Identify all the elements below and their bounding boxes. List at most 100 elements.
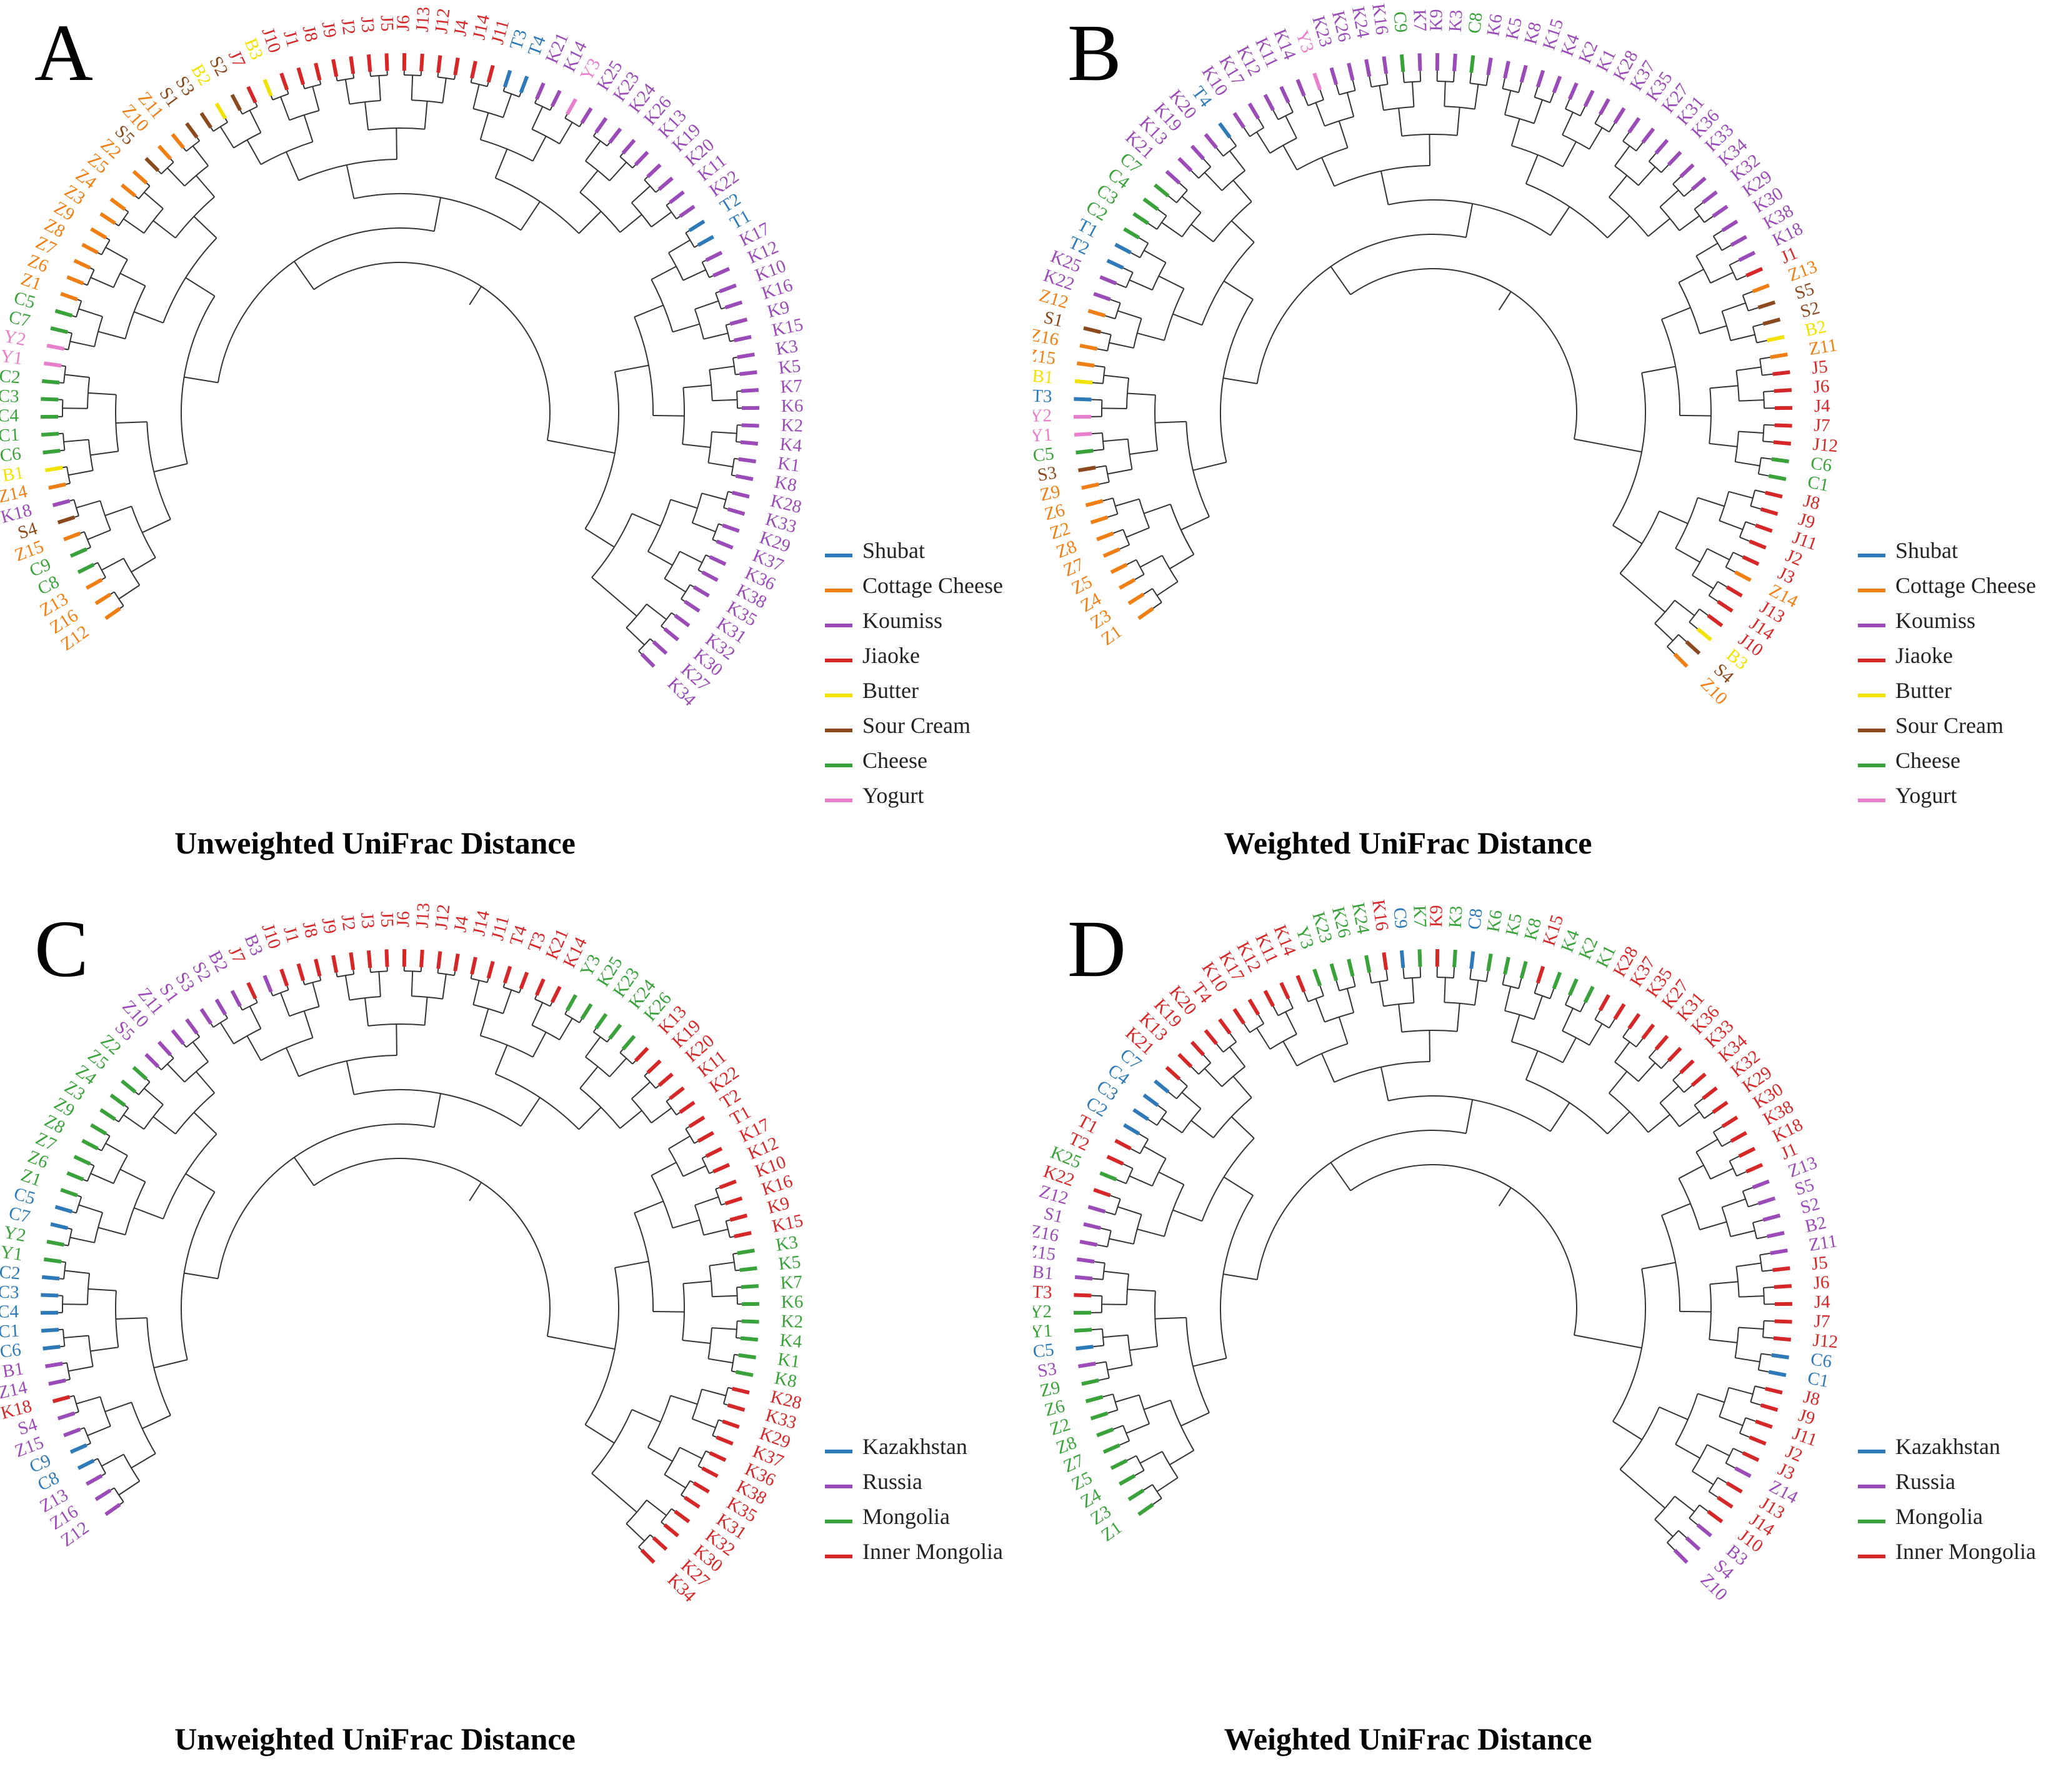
leaf-label: C6 <box>0 444 22 466</box>
tree-branch <box>1712 230 1732 251</box>
tree-branch <box>58 399 64 417</box>
leaf-branch <box>729 1213 748 1222</box>
leaf-branch <box>1712 1100 1729 1114</box>
legend-label: Inner Mongolia <box>1895 1539 2036 1564</box>
leaf-label: J13 <box>412 902 434 928</box>
legend-swatch <box>1858 694 1885 697</box>
leaf-branch <box>1119 577 1136 590</box>
leaf-branch <box>657 1072 674 1087</box>
leaf-branch <box>144 1053 160 1068</box>
tree-branch <box>1335 80 1356 96</box>
leaf-branch <box>1707 1510 1724 1523</box>
tree-branch <box>715 291 726 310</box>
leaf-branch <box>1738 251 1756 262</box>
leaf-branch <box>1295 79 1306 97</box>
tree-branch <box>564 114 582 127</box>
leaf-branch <box>1469 55 1475 73</box>
leaf-branch <box>732 490 750 499</box>
tree-branch <box>293 1157 616 1350</box>
leaf-branch <box>41 1328 59 1333</box>
leaf-branch <box>1232 1008 1246 1025</box>
leaf-branch <box>366 54 372 72</box>
leaf-branch <box>41 1293 59 1298</box>
leaf-branch <box>1598 98 1610 116</box>
leaf-branch <box>1762 1213 1781 1222</box>
tree-branch <box>1729 1155 1747 1177</box>
tree-branch <box>666 1098 681 1116</box>
leaf-branch <box>519 972 529 990</box>
leaf-branch <box>104 607 121 620</box>
tree-branch <box>1143 588 1162 609</box>
leaf-branch <box>54 309 73 318</box>
leaf-label: C4 <box>0 406 19 426</box>
tree-branch <box>1594 114 1615 133</box>
tree-branch <box>682 384 712 448</box>
leaf-branch <box>1702 1086 1718 1100</box>
leaf-label: K9 <box>1426 9 1446 31</box>
legend-label: Shubat <box>1895 538 1959 563</box>
leaf-branch <box>594 1013 608 1030</box>
tree-branch <box>1127 392 1159 455</box>
legend-label: Shubat <box>862 538 926 563</box>
legend-swatch <box>825 764 852 767</box>
leaf-branch <box>199 112 213 129</box>
leaf-label: K5 <box>1502 912 1526 937</box>
leaf-branch <box>1752 1179 1770 1190</box>
tree-branch <box>1256 115 1297 154</box>
tree-branch <box>1504 90 1543 124</box>
leaf-branch <box>1074 1275 1093 1281</box>
tree-branch <box>1444 81 1479 110</box>
leaf-branch <box>45 1361 63 1368</box>
leaf-branch <box>608 127 622 144</box>
tree-branch <box>661 1508 676 1526</box>
leaf-branch <box>331 59 339 77</box>
tree-diagram: Z1Z3Z4Z5Z7Z8Z2Z6Z9S3C5Y1Y2T3B1Z15Z16S1Z1… <box>1033 898 1839 1605</box>
leaf-branch <box>684 1495 701 1509</box>
leaf-branch <box>1106 259 1124 270</box>
tree-branch <box>210 1014 229 1028</box>
leaf-branch <box>741 388 759 393</box>
leaf-label: B2 <box>1803 1213 1828 1237</box>
tree-branch <box>1622 132 1644 152</box>
leaf-label: C6 <box>1809 1349 1833 1371</box>
tree-branch <box>470 78 489 87</box>
leaf-branch <box>69 547 87 558</box>
leaf-branch <box>1679 1059 1695 1075</box>
tree-branch <box>701 1155 714 1174</box>
tree-branch <box>1502 78 1522 94</box>
leaf-branch <box>724 300 743 310</box>
tree-branch <box>647 499 698 566</box>
leaf-branch <box>90 1123 107 1136</box>
leaf-branch <box>1165 169 1181 185</box>
tree-branch <box>1223 1099 1474 1280</box>
leaf-label: Z11 <box>1807 335 1839 359</box>
leaf-label: Z16 <box>1033 1221 1060 1246</box>
tree-branch <box>1215 1033 1237 1053</box>
tree-branch <box>1504 986 1543 1020</box>
leaf-branch <box>1535 69 1545 88</box>
leaf-branch <box>1768 474 1787 481</box>
tree-branch <box>701 259 714 278</box>
tree-branch <box>182 1033 201 1048</box>
tree-root <box>469 1182 482 1202</box>
tree-branch <box>1144 504 1195 570</box>
tree-branch <box>1695 242 1734 284</box>
leaf-branch <box>436 951 442 969</box>
leaf-branch <box>86 577 103 590</box>
tree-branch <box>110 1487 124 1505</box>
leaf-branch <box>1081 482 1099 490</box>
leaf-branch <box>1679 163 1695 179</box>
leaf-branch <box>1641 127 1655 144</box>
leaf-branch <box>741 1319 759 1324</box>
legend-label: Cottage Cheese <box>862 573 1003 598</box>
leaf-branch <box>1096 1427 1114 1438</box>
tree-branch <box>1709 1281 1739 1343</box>
tree-branch <box>1139 555 1179 596</box>
tree-branch <box>69 499 79 518</box>
leaf-branch <box>1767 335 1785 342</box>
leaf-branch <box>1399 950 1405 968</box>
legend-label: Butter <box>1895 678 1952 703</box>
leaf-branch <box>701 1466 719 1478</box>
leaf-label: K8 <box>773 1368 799 1391</box>
leaf-branch <box>1765 1386 1783 1395</box>
